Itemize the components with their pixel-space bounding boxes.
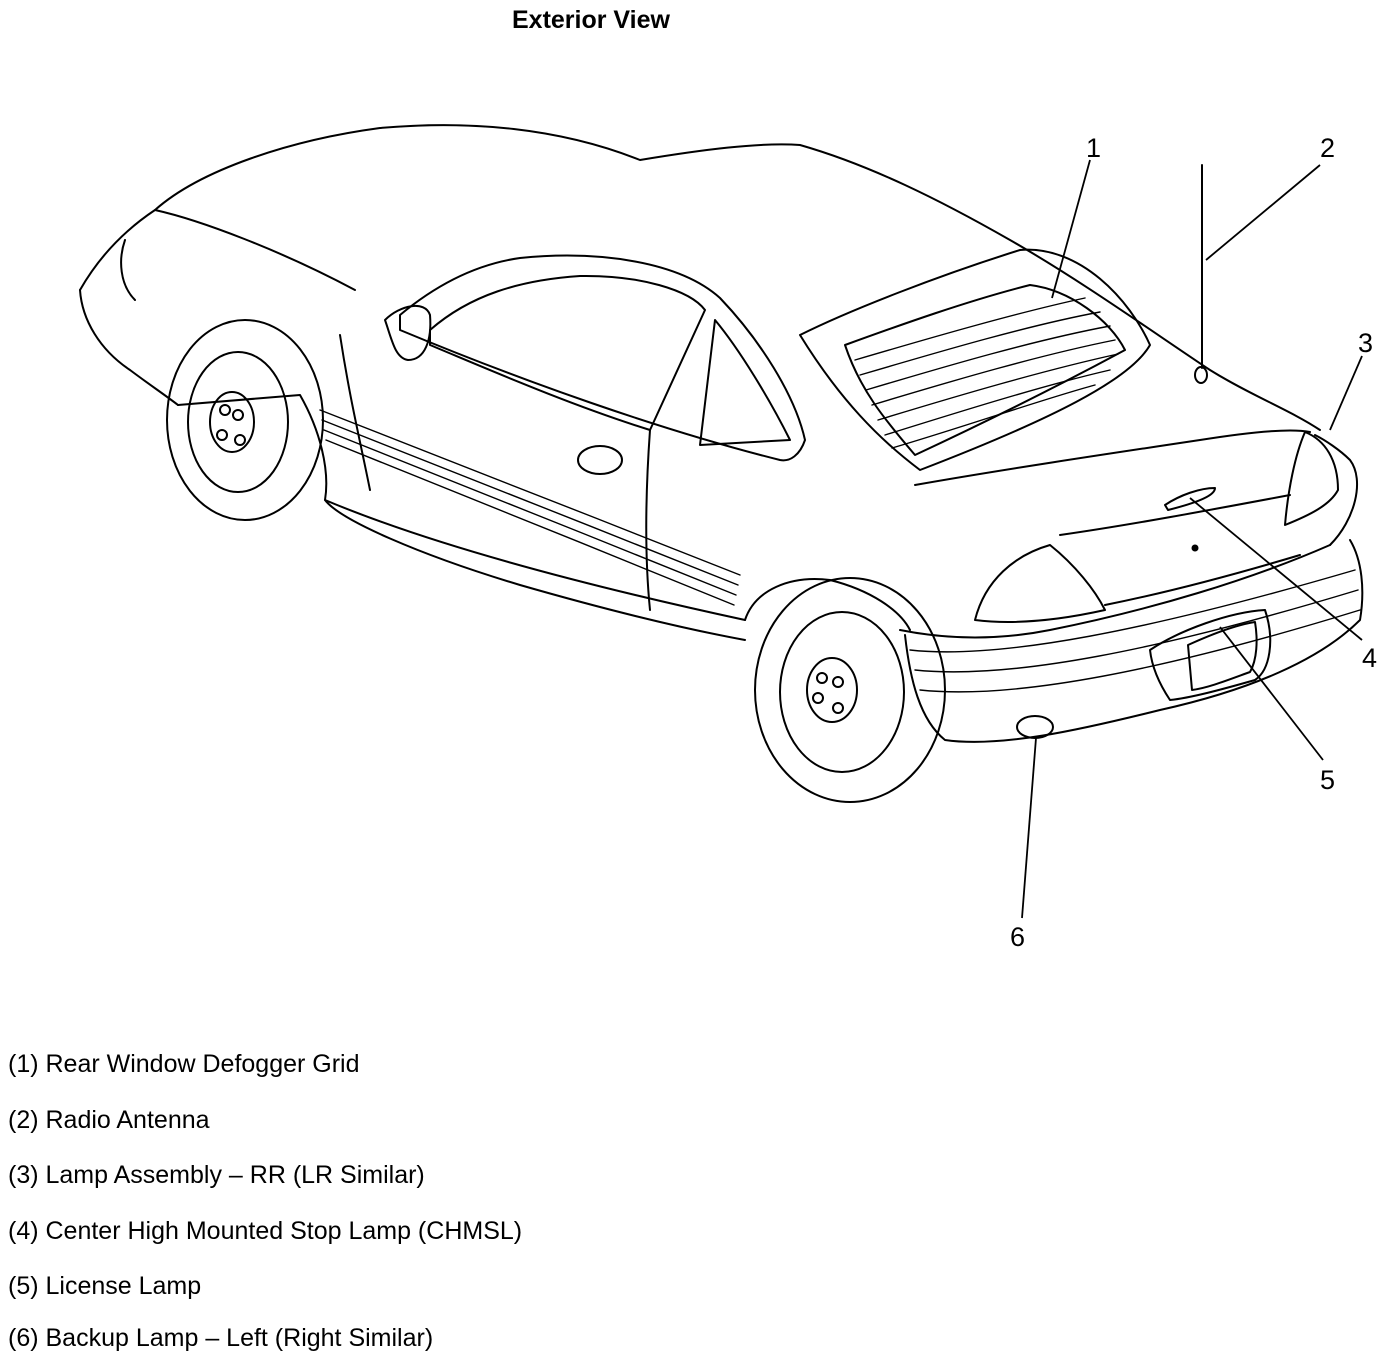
callout-2: 2 [1320,133,1336,163]
front-wheel [166,319,324,521]
side-molding [319,409,741,606]
legend-item: (3) Lamp Assembly – RR (LR Similar) [8,1161,425,1189]
windows [399,248,1151,471]
car-body [79,124,1364,743]
legend-item: (4) Center High Mounted Stop Lamp (CHMSL… [8,1217,523,1245]
license-plate [1187,621,1258,691]
legend-item: (1) Rear Window Defogger Grid [8,1050,360,1078]
callout-6: 6 [1010,922,1026,952]
door-handle [577,445,623,475]
side-mirror [384,305,432,361]
rear-lamp-left [974,544,1106,623]
rear-window-defogger-grid [854,297,1119,449]
legend-item: (6) Backup Lamp – Left (Right Similar) [8,1324,434,1352]
radio-antenna [1194,164,1208,384]
rear-lamp-right [1284,431,1339,526]
legend-item: (2) Radio Antenna [8,1106,210,1134]
callout-3: 3 [1358,328,1374,358]
trunk-lock [1191,544,1199,552]
callout-5: 5 [1320,765,1336,795]
leader-lines [1021,159,1363,919]
car-exterior-drawing [79,124,1364,919]
rear-wheel [754,577,946,803]
chmsl-lamp [1164,487,1216,511]
callout-4: 4 [1362,643,1378,673]
door-seam [339,334,651,611]
license-pocket [1149,609,1272,701]
diagram-title: Exterior View [512,6,670,34]
backup-lamp [1016,715,1054,739]
callout-1: 1 [1086,133,1102,163]
legend-item: (5) License Lamp [8,1272,202,1300]
